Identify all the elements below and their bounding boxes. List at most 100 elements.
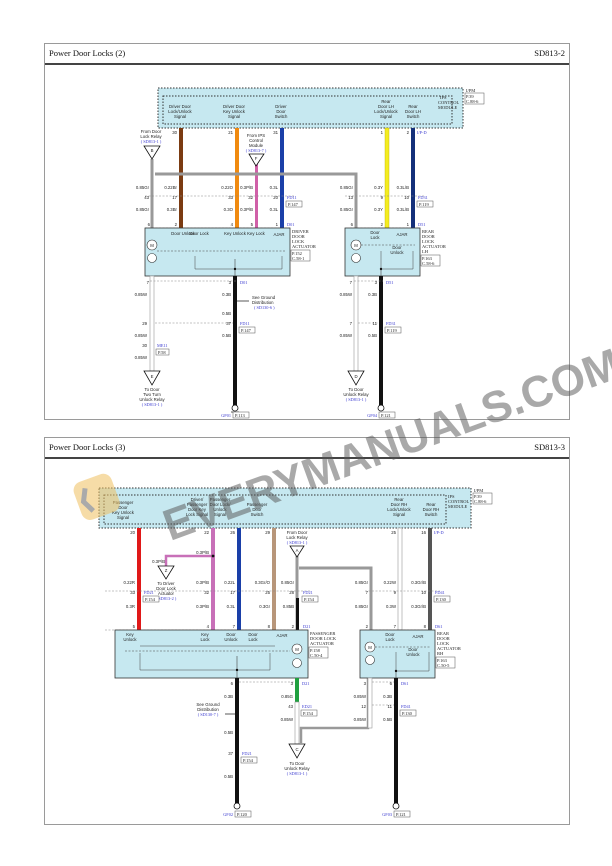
svg-text:C.50-5: C.50-5 (437, 663, 450, 668)
svg-text:I/P-D: I/P-D (417, 130, 427, 135)
svg-text:5: 5 (133, 624, 136, 629)
svg-text:Door Lock: Door Lock (156, 586, 176, 591)
svg-text:43: 43 (288, 704, 293, 709)
svg-text:RH: RH (437, 651, 444, 656)
svg-text:LOCK: LOCK (422, 239, 435, 244)
svg-text:0.22W: 0.22W (384, 580, 397, 585)
svg-text:Unlock: Unlock (213, 507, 227, 512)
svg-text:Door Key: Door Key (188, 507, 207, 512)
svg-text:P.154: P.154 (243, 758, 254, 763)
svg-text:P.121: P.121 (381, 413, 391, 418)
svg-text:D01: D01 (240, 280, 247, 285)
svg-text:Lock Relay: Lock Relay (140, 134, 162, 139)
driver-door-lock-actuator: M Door Unlock Door Lock Key Unlock Key L… (144, 227, 316, 277)
svg-text:C.50-4: C.50-4 (310, 653, 323, 658)
svg-text:ACTUATOR: ACTUATOR (437, 646, 461, 651)
svg-text:F: F (255, 156, 258, 161)
svg-text:25: 25 (391, 530, 396, 535)
svg-text:9: 9 (394, 590, 397, 595)
svg-text:0.85W: 0.85W (340, 292, 353, 297)
svg-text:Signal: Signal (228, 114, 240, 119)
svg-text:3: 3 (364, 681, 367, 686)
svg-text:See Ground: See Ground (252, 295, 276, 300)
svg-text:0.3P/B: 0.3P/B (240, 185, 253, 190)
svg-text:37: 37 (226, 321, 231, 326)
svg-text:Key Unlock: Key Unlock (223, 109, 246, 114)
svg-text:0.85W: 0.85W (340, 333, 353, 338)
svg-text:P.113: P.113 (235, 413, 245, 418)
svg-text:Lock: Lock (200, 637, 210, 642)
svg-text:0.3L/B: 0.3L/B (397, 185, 410, 190)
svg-text:FD31: FD31 (418, 195, 428, 200)
svg-text:2: 2 (407, 130, 410, 135)
svg-text:Unlock: Unlock (390, 250, 404, 255)
svg-text:7: 7 (366, 590, 369, 595)
svg-text:FD21: FD21 (242, 751, 252, 756)
svg-text:FD41: FD41 (401, 704, 411, 709)
svg-text:0.3Gr: 0.3Gr (259, 604, 270, 609)
ips-control-module: IPS CONTROL MODULE I/PM P.39 C.88-6 Pass… (98, 487, 493, 529)
to-driver-door-lock-actuator-z: Z To Driver Door Lock Actuator ( SD813-2… (156, 565, 177, 601)
svg-text:From Door: From Door (287, 530, 308, 535)
svg-text:3: 3 (229, 280, 232, 285)
svg-text:5: 5 (251, 222, 254, 227)
ground-gf03: GF03 P.121 (382, 802, 411, 818)
svg-text:0.3Gr/B: 0.3Gr/B (411, 604, 426, 609)
svg-text:( SD813-7 ): ( SD813-7 ) (246, 148, 267, 153)
svg-text:26: 26 (230, 530, 235, 535)
panel-title: Power Door Locks (2) (49, 48, 126, 58)
svg-text:DOOR LOCK: DOOR LOCK (310, 636, 337, 641)
svg-text:Unlock: Unlock (406, 652, 420, 657)
svg-text:7: 7 (394, 624, 397, 629)
ips-control-module: IPS CONTROL MODULE I/PM P.39 C.88-6 Driv… (157, 87, 485, 129)
svg-text:Rear: Rear (426, 502, 436, 507)
svg-text:D51: D51 (418, 222, 425, 227)
svg-text:P.147: P.147 (288, 202, 299, 207)
svg-text:0.3B: 0.3B (383, 694, 392, 699)
svg-text:I/P-D: I/P-D (434, 530, 444, 535)
svg-text:28: 28 (289, 590, 294, 595)
svg-text:ACTUATOR: ACTUATOR (310, 641, 334, 646)
svg-text:REAR: REAR (422, 229, 434, 234)
svg-text:0.85Gr: 0.85Gr (136, 207, 150, 212)
svg-text:7: 7 (147, 280, 150, 285)
svg-text:E: E (151, 374, 154, 379)
svg-text:Two Turn: Two Turn (143, 392, 161, 397)
svg-text:Passenger: Passenger (187, 502, 208, 507)
svg-text:DOOR: DOOR (292, 234, 305, 239)
svg-text:D21: D21 (302, 681, 309, 686)
svg-text:FD21: FD21 (303, 590, 313, 595)
svg-text:29: 29 (265, 530, 270, 535)
svg-text:Door RH: Door RH (423, 507, 440, 512)
passenger-door-lock-actuator: Key Unlock Key Lock Door Unlock Door Loc… (114, 629, 337, 679)
svg-text:0.3B: 0.3B (368, 292, 377, 297)
rear-door-lock-actuator-lh: M Door Lock AJAR Door Unlock REAR DOOR L… (344, 227, 446, 277)
svg-text:0.85W: 0.85W (135, 355, 148, 360)
svg-text:11: 11 (388, 704, 393, 709)
svg-text:0.22Br: 0.22Br (164, 185, 177, 190)
svg-text:P.154: P.154 (145, 597, 156, 602)
svg-text:8: 8 (424, 624, 427, 629)
svg-text:33: 33 (130, 590, 135, 595)
svg-text:Signal: Signal (214, 512, 226, 517)
svg-text:16: 16 (421, 530, 426, 535)
svg-text:Driver Door: Driver Door (169, 104, 192, 109)
svg-text:MODULE: MODULE (448, 504, 467, 509)
svg-text:ACTUATOR: ACTUATOR (422, 244, 446, 249)
svg-text:30: 30 (172, 130, 177, 135)
svg-text:2: 2 (292, 624, 295, 629)
from-ips-control-module-f: From IPS Control Module ( SD813-7 ) F (246, 133, 267, 167)
svg-text:AJAR: AJAR (274, 232, 285, 237)
svg-text:P.154: P.154 (304, 597, 315, 602)
svg-text:Distribution: Distribution (252, 300, 274, 305)
svg-text:DRIVER: DRIVER (292, 229, 309, 234)
svg-text:Door: Door (408, 647, 418, 652)
svg-text:FD11: FD11 (287, 195, 297, 200)
svg-text:0.85W: 0.85W (135, 292, 148, 297)
svg-text:Door LH: Door LH (378, 104, 394, 109)
svg-text:Door: Door (248, 632, 258, 637)
svg-text:LH: LH (422, 249, 429, 254)
svg-text:C.88-6: C.88-6 (466, 99, 479, 104)
panel-code: SD813-2 (534, 48, 565, 58)
svg-text:0.3P/B: 0.3P/B (196, 604, 209, 609)
